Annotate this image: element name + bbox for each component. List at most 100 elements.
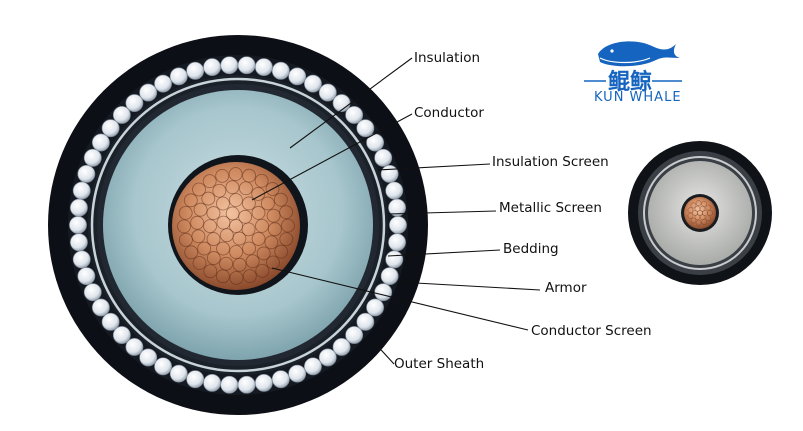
conductor-strand — [242, 269, 257, 284]
conductor-strand — [274, 244, 289, 259]
conductor-strand — [242, 241, 256, 256]
conductor-strand — [184, 245, 199, 260]
inset-strand — [687, 207, 694, 214]
conductor-strand — [232, 231, 247, 246]
armor-wires — [69, 56, 407, 394]
conductor-strand — [203, 219, 217, 233]
armor-wire — [385, 181, 404, 200]
inset-strand — [701, 219, 708, 225]
leader-armor — [397, 281, 541, 291]
conductor-strand — [256, 246, 271, 261]
conductor-strand — [242, 196, 256, 211]
armor-wire — [388, 198, 406, 217]
metallic-screen-layer — [90, 77, 386, 373]
armor-wire — [271, 61, 290, 80]
conductor-strand — [216, 196, 230, 211]
armor-wire — [125, 94, 144, 112]
armor-wire — [72, 181, 91, 200]
label-outer-sheath: Outer Sheath — [394, 356, 484, 372]
armor-wire — [69, 216, 87, 234]
armor-wire — [385, 250, 404, 269]
armor-wire — [356, 312, 375, 331]
armor-wire — [220, 375, 239, 394]
conductor-strand — [219, 228, 234, 243]
conductor-strand — [228, 167, 243, 181]
armor-wire — [374, 148, 393, 167]
conductor-strand — [273, 192, 288, 207]
inset-strand — [707, 210, 713, 216]
conductor-strand — [232, 257, 247, 272]
armor-wire — [139, 348, 158, 367]
armor-wire — [237, 375, 256, 394]
armor-wire — [254, 373, 273, 392]
conductor-strand — [215, 168, 230, 183]
inset-conductor-strands — [687, 200, 713, 226]
conductor-strand — [255, 263, 270, 278]
armor-wire — [83, 283, 102, 302]
conductor-strand — [197, 241, 212, 256]
armor-wire — [237, 56, 256, 75]
conductor-strand — [190, 215, 205, 230]
conductor-strand — [229, 193, 243, 207]
conductor-strand — [266, 255, 280, 270]
conductor-strand — [225, 180, 240, 195]
armor-wire — [318, 348, 337, 367]
conductor-strand — [265, 182, 280, 196]
inset-conductor — [684, 197, 716, 229]
conductor-strand — [266, 208, 281, 223]
armor-wire — [380, 165, 399, 183]
armor-wire — [125, 338, 144, 356]
conductor-strand — [260, 196, 275, 211]
brand-name-en: KUN WHALE — [594, 90, 682, 105]
armor-wire — [203, 373, 222, 392]
armor-wire — [288, 67, 307, 86]
conductor-strand — [212, 183, 227, 198]
conductor-strand — [238, 209, 253, 224]
armor-wire — [77, 267, 96, 285]
armor-wire — [139, 83, 158, 102]
leader-insulation-screen — [377, 163, 491, 171]
conductor-strand — [216, 215, 231, 230]
brand-logo: 鲲鲸 KUN WHALE — [584, 41, 682, 105]
conductor-strand — [229, 219, 243, 233]
layer-labels: Insulation Conductor Insulation Screen M… — [394, 50, 652, 372]
conductor-strand — [242, 168, 256, 183]
armor-wire — [374, 283, 393, 302]
conductor-strand — [279, 205, 294, 220]
label-insulation-screen: Insulation Screen — [492, 154, 609, 170]
armor-wire — [70, 198, 88, 217]
armor-wire — [304, 357, 322, 376]
conductor-strand — [193, 202, 208, 217]
inset-strand — [705, 215, 712, 222]
leader-outer-sheath — [371, 339, 395, 365]
label-bedding: Bedding — [503, 241, 559, 257]
conductor-strand — [183, 193, 198, 208]
conductor-strand — [178, 206, 193, 220]
conductor-strand — [202, 174, 217, 189]
conductor-strand — [192, 182, 206, 197]
conductor-strand — [251, 187, 266, 201]
armor-wire — [288, 364, 307, 383]
conductor-strand — [229, 271, 244, 285]
armor-wire — [366, 298, 384, 317]
whale-icon — [598, 41, 680, 67]
inset-strand — [705, 204, 712, 211]
armor-wire — [169, 364, 188, 383]
conductor-strand — [241, 222, 256, 237]
armor-wire — [345, 106, 364, 124]
armor-wire — [101, 312, 120, 331]
conductor-strand — [216, 241, 230, 256]
conductor-strand — [255, 219, 269, 233]
inset-strand — [701, 201, 708, 207]
armor-wire — [380, 267, 399, 285]
conductor-strand — [264, 235, 279, 250]
conductor-strand — [279, 232, 294, 246]
armor-wire — [332, 338, 351, 356]
inset-strand — [692, 210, 698, 216]
armor-wire — [388, 233, 406, 252]
inset-metallic-screen — [643, 156, 757, 270]
conductor-strand — [206, 206, 221, 220]
armor-wire — [70, 233, 88, 252]
leader-conductor-screen — [271, 267, 529, 331]
